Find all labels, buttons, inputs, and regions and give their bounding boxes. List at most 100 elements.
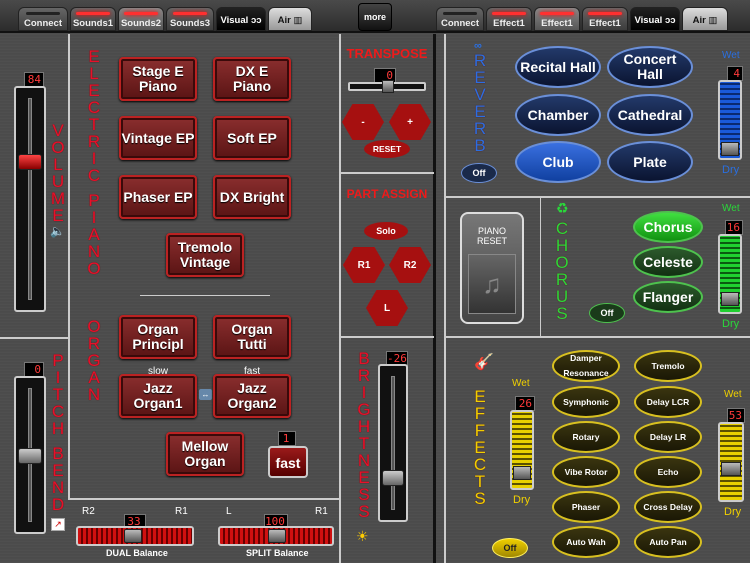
tab-connect-left[interactable]: Connect — [18, 7, 68, 31]
tab-effect1-a[interactable]: Effect1 — [486, 7, 532, 31]
swap-icon[interactable]: ↔ — [199, 389, 212, 400]
transpose-reset-button[interactable]: RESET — [364, 140, 410, 158]
reverb-cathedral[interactable]: Cathedral — [607, 94, 693, 136]
label-letter: F — [474, 404, 486, 423]
guitar-icon: 🎸 — [474, 354, 494, 371]
tab-effect1-c[interactable]: Effect1 — [582, 7, 628, 31]
chorus-off-button[interactable]: Off — [589, 303, 625, 323]
tab-visual-left[interactable]: Visual ↄↄ — [216, 7, 266, 31]
slider-knob[interactable] — [268, 529, 286, 543]
preset-organ-principl[interactable]: Organ Principl — [119, 315, 197, 359]
slider-knob[interactable] — [721, 292, 739, 306]
tab-sounds1[interactable]: Sounds1 — [70, 7, 116, 31]
preset-dx-e-piano[interactable]: DX E Piano — [213, 57, 291, 101]
preset-vintage-ep[interactable]: Vintage EP — [119, 116, 197, 160]
preset-tremolo-vintage[interactable]: Tremolo Vintage — [166, 233, 244, 277]
effects-wet-dry-slider-1[interactable] — [510, 410, 534, 490]
tab-sounds3[interactable]: Sounds3 — [166, 7, 214, 31]
effect-symphonic[interactable]: Symphonic — [552, 386, 620, 418]
pitch-bend-slider[interactable] — [14, 376, 46, 534]
effect-delay-lcr[interactable]: Delay LCR — [634, 386, 702, 418]
brightness-slider[interactable] — [378, 364, 408, 522]
chorus-celeste[interactable]: Celeste — [633, 246, 703, 278]
preset-stage-e-piano[interactable]: Stage E Piano — [119, 57, 197, 101]
preset-jazz-organ2[interactable]: Jazz Organ2 — [213, 374, 291, 418]
label-letter: R — [357, 366, 371, 385]
reverb-club[interactable]: Club — [515, 141, 601, 183]
split-balance-slider[interactable] — [218, 526, 334, 546]
label-letter: O — [87, 317, 101, 336]
piano-reset-button[interactable]: PIANO RESET ♫ — [460, 212, 524, 324]
volume-slider[interactable] — [14, 86, 46, 312]
tab-effect1-b[interactable]: Effect1 — [534, 7, 580, 31]
tab-label: Effect1 — [541, 18, 573, 29]
slider-knob[interactable] — [124, 529, 142, 543]
tab-label: Connect — [441, 18, 479, 29]
effect-auto-pan[interactable]: Auto Pan — [634, 526, 702, 558]
more-button[interactable]: more — [358, 3, 392, 31]
effect-echo[interactable]: Echo — [634, 456, 702, 488]
effect-damper-resonance[interactable]: Damper Resonance — [552, 350, 620, 382]
reverb-plate[interactable]: Plate — [607, 141, 693, 183]
reverb-off-button[interactable]: Off — [461, 163, 497, 183]
tab-label: Sounds3 — [169, 18, 211, 29]
label-letter: E — [52, 206, 64, 225]
transpose-slider[interactable] — [348, 80, 426, 93]
chorus-flanger[interactable]: Flanger — [633, 281, 703, 313]
volume-display: 84 — [24, 72, 44, 87]
tab-visual-right[interactable]: Visual ↄↄ — [630, 7, 680, 31]
effect-vibe-rotor[interactable]: Vibe Rotor — [552, 456, 620, 488]
tab-sounds2[interactable]: Sounds2 — [118, 7, 164, 31]
slider-knob[interactable] — [18, 154, 42, 170]
effect-tremolo[interactable]: Tremolo — [634, 350, 702, 382]
label-letter: N — [51, 478, 65, 497]
preset-mellow-organ[interactable]: Mellow Organ — [166, 432, 244, 476]
reverb-concert-hall[interactable]: Concert Hall — [607, 46, 693, 88]
transpose-plus-button[interactable]: + — [389, 104, 431, 140]
reverb-wet-dry-slider[interactable] — [718, 80, 742, 160]
slider-knob[interactable] — [721, 462, 741, 476]
slider-knob[interactable] — [721, 142, 739, 156]
label-letter: C — [87, 98, 101, 117]
tab-air-left[interactable]: Air ▥ — [268, 7, 312, 31]
part-r2-button[interactable]: R2 — [389, 247, 431, 283]
tab-connect-right[interactable]: Connect — [436, 7, 484, 31]
effect-rotary[interactable]: Rotary — [552, 421, 620, 453]
preset-soft-ep[interactable]: Soft EP — [213, 116, 291, 160]
preset-organ-tutti[interactable]: Organ Tutti — [213, 315, 291, 359]
label-letter: I — [361, 383, 367, 402]
effect-delay-lr[interactable]: Delay LR — [634, 421, 702, 453]
dual-balance-slider[interactable] — [76, 526, 194, 546]
effects-off-button[interactable]: Off — [492, 538, 528, 558]
tab-air-right[interactable]: Air ▥ — [682, 7, 728, 31]
effect-cross-delay[interactable]: Cross Delay — [634, 491, 702, 523]
chorus-wet-label: Wet — [722, 203, 740, 214]
reverb-recital-hall[interactable]: Recital Hall — [515, 46, 601, 88]
split-right-label: R1 — [315, 506, 328, 517]
tab-label: Effect1 — [493, 18, 525, 29]
effect-auto-wah[interactable]: Auto Wah — [552, 526, 620, 558]
slider-knob[interactable] — [382, 470, 404, 486]
slider-knob[interactable] — [513, 466, 531, 480]
preset-dx-bright[interactable]: DX Bright — [213, 175, 291, 219]
solo-button[interactable]: Solo — [364, 222, 408, 240]
slider-knob[interactable] — [18, 448, 42, 464]
transpose-minus-button[interactable]: - — [342, 104, 384, 140]
slider-knob[interactable] — [382, 80, 394, 93]
label-letter: C — [555, 219, 569, 238]
reverb-chamber[interactable]: Chamber — [515, 94, 601, 136]
label-letter: F — [474, 421, 486, 440]
label-letter: G — [87, 351, 101, 370]
recycle-icon: ♻ — [556, 200, 569, 216]
label-letter: E — [474, 387, 486, 406]
chorus-chorus[interactable]: Chorus — [633, 211, 703, 243]
preset-jazz-organ1[interactable]: Jazz Organ1 — [119, 374, 197, 418]
fast-toggle-button[interactable]: fast — [268, 446, 308, 478]
part-l-button[interactable]: L — [366, 290, 408, 326]
preset-phaser-ep[interactable]: Phaser EP — [119, 175, 197, 219]
chorus-wet-dry-slider[interactable] — [718, 234, 742, 314]
effects-wet-dry-slider-2[interactable] — [718, 422, 744, 502]
part-r1-button[interactable]: R1 — [343, 247, 385, 283]
effect-phaser[interactable]: Phaser — [552, 491, 620, 523]
